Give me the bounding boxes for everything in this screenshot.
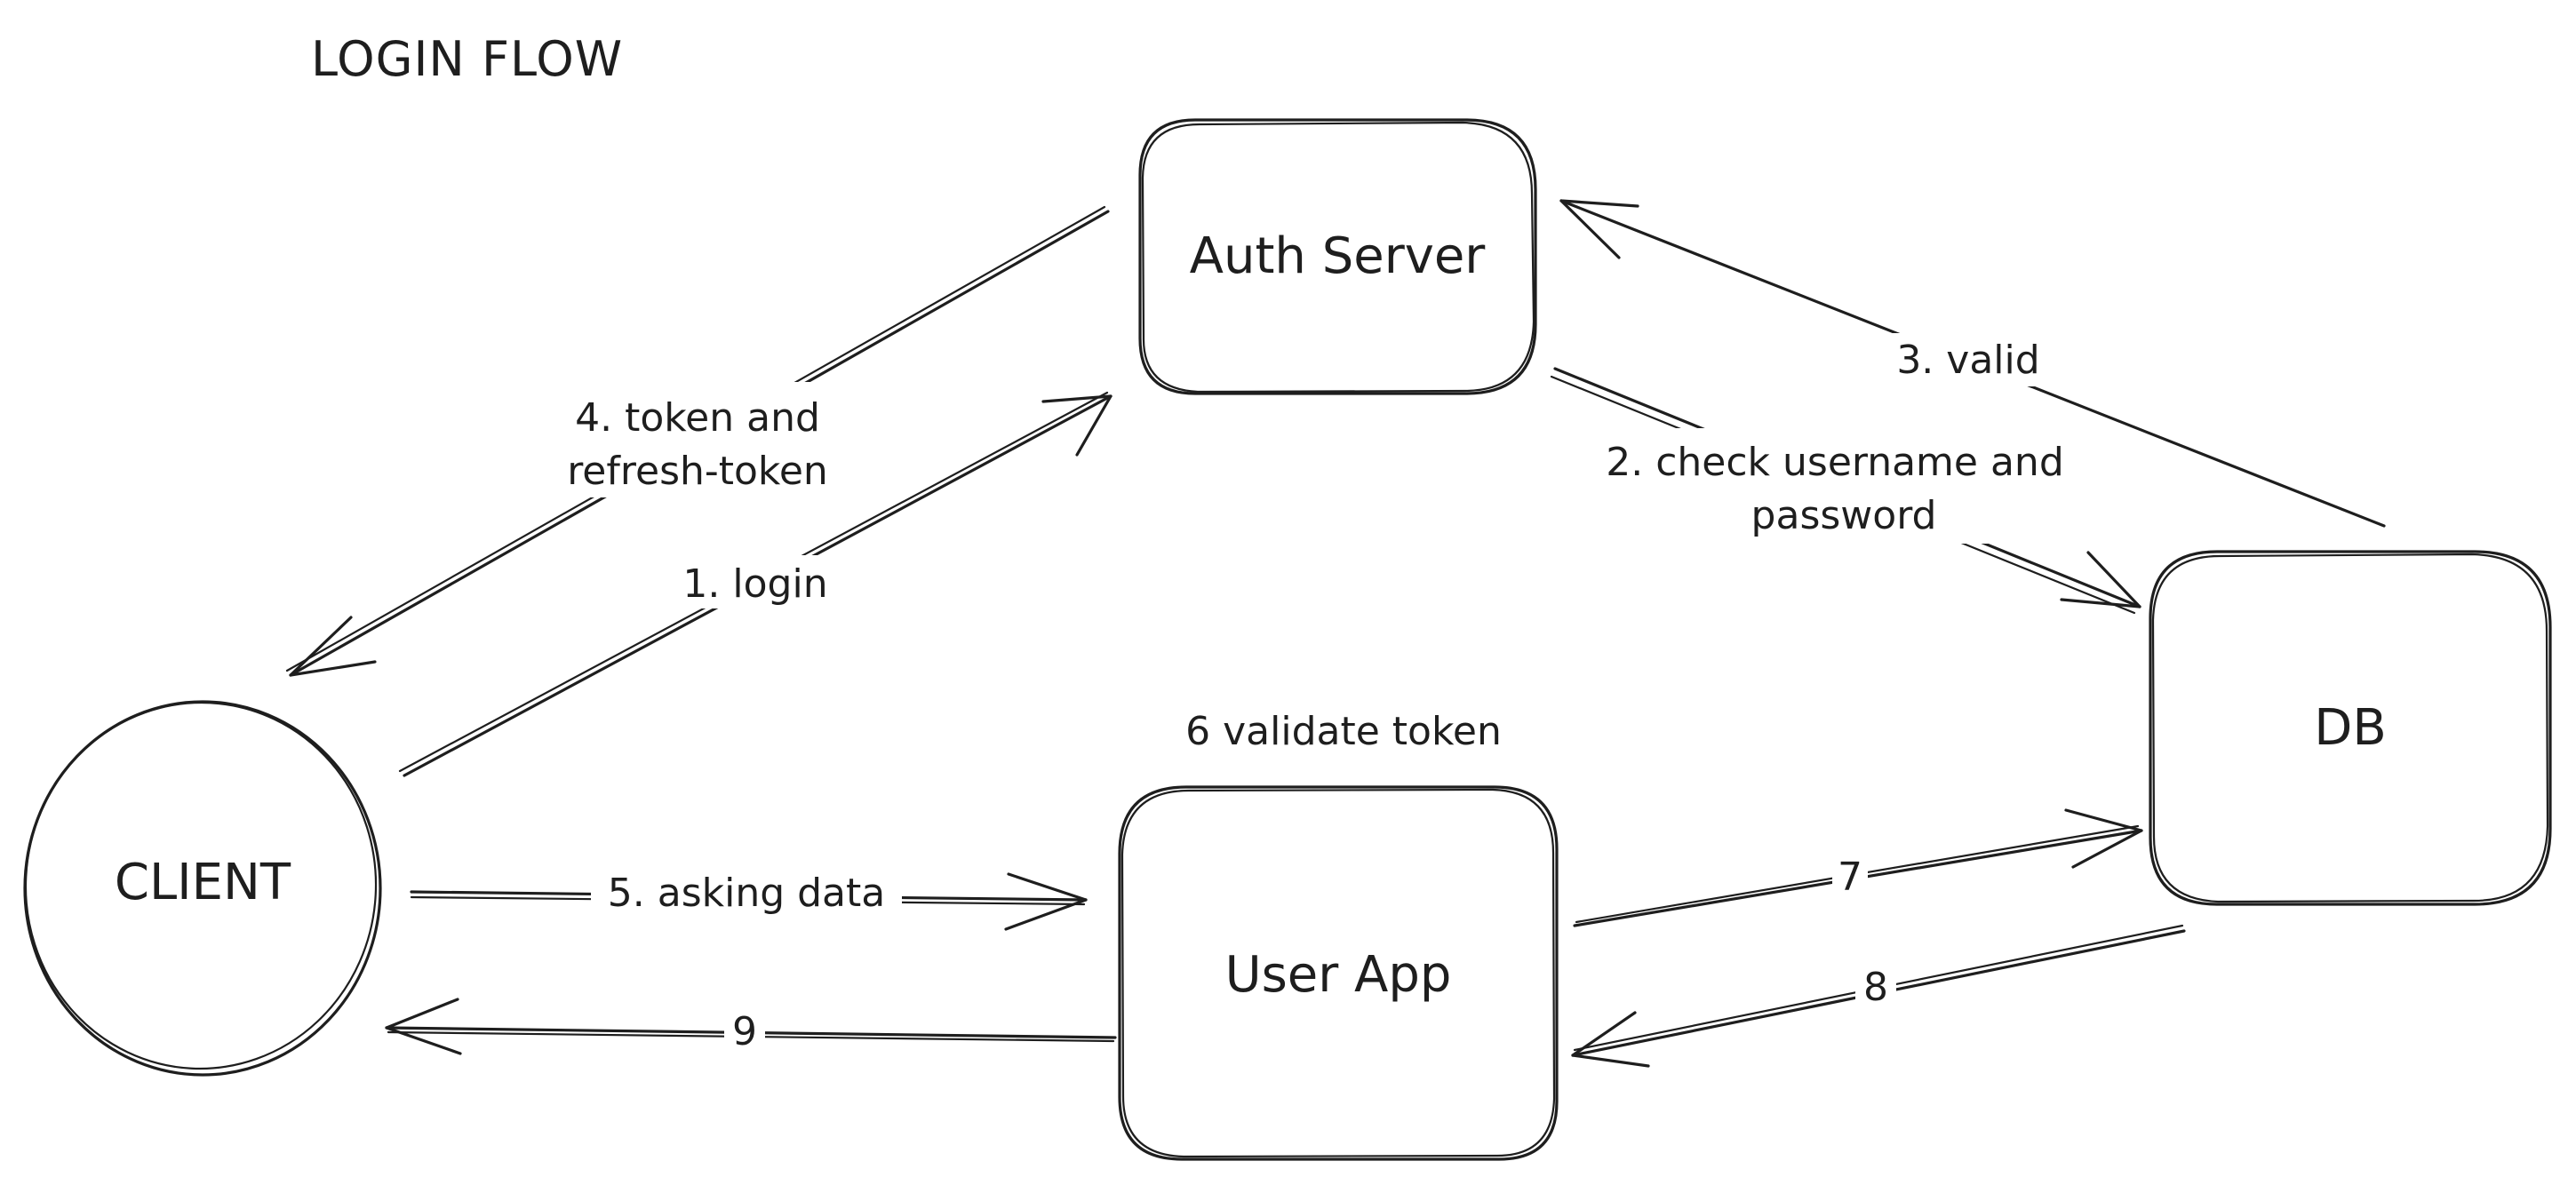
auth-server-label: Auth Server xyxy=(1190,227,1487,285)
client-label: CLIENT xyxy=(115,854,291,911)
edge-valid: 3. valid xyxy=(1559,199,2386,528)
user-app-label: User App xyxy=(1225,946,1452,1004)
edge-token-label-line2: refresh-token xyxy=(567,449,828,494)
user-app-node[interactable]: User App xyxy=(1118,785,1559,1161)
client-node[interactable]: CLIENT xyxy=(16,694,385,1078)
edge-nine-label: 9 xyxy=(732,1009,757,1054)
db-label: DB xyxy=(2314,699,2387,757)
edge-token: 4. token and refresh-token xyxy=(285,205,1110,677)
validate-token-label: 6 validate token xyxy=(1185,709,1502,754)
edge-login: 1. login xyxy=(398,391,1113,777)
edge-check-credentials: 2. check username and password xyxy=(1550,367,2141,615)
diagram-title: LOGIN FLOW xyxy=(311,31,623,87)
edge-nine: 9 xyxy=(385,998,1117,1055)
edge-check-label-line2: password xyxy=(1751,493,1937,538)
edge-seven: 7 xyxy=(1573,808,2143,927)
edge-check-label-line1: 2. check username and xyxy=(1606,440,2064,485)
edge-asking-data-label: 5. asking data xyxy=(608,871,885,916)
edge-eight: 8 xyxy=(1571,924,2186,1068)
edge-asking-data: 5. asking data xyxy=(410,866,1088,931)
edge-login-label: 1. login xyxy=(682,561,827,607)
edge-token-label-line1: 4. token and xyxy=(575,395,820,441)
db-node[interactable]: DB xyxy=(2149,550,2552,906)
edge-eight-label: 8 xyxy=(1863,965,1888,1010)
edge-valid-label: 3. valid xyxy=(1896,338,2039,383)
auth-server-node[interactable]: Auth Server xyxy=(1138,118,1537,395)
edge-seven-label: 7 xyxy=(1838,855,1862,900)
